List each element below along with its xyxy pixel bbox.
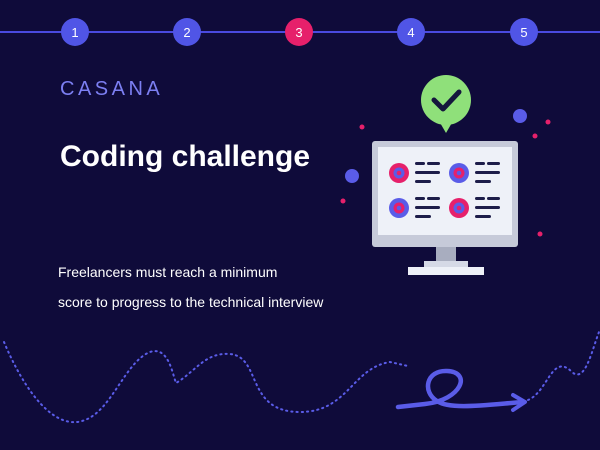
- monitor-widget-3: [389, 197, 440, 218]
- check-speech-bubble-icon: [421, 75, 471, 133]
- curly-arrow-icon: [395, 368, 527, 412]
- decorative-dots: [340, 109, 551, 237]
- step-3[interactable]: 3: [285, 18, 313, 46]
- monitor-widget-4: [449, 197, 500, 218]
- step-2[interactable]: 2: [173, 18, 201, 46]
- step-1[interactable]: 1: [61, 18, 89, 46]
- dotted-path-end: [527, 331, 600, 401]
- casana-logo: CASANA: [60, 78, 164, 100]
- monitor-widget-2: [449, 162, 500, 183]
- step-5[interactable]: 5: [510, 18, 538, 46]
- slide-description-line-2: score to progress to the technical inter…: [58, 294, 324, 310]
- slide-title: Coding challenge: [60, 140, 311, 173]
- step-4[interactable]: 4: [397, 18, 425, 46]
- slide-description-line-1: Freelancers must reach a minimum: [58, 264, 278, 280]
- dotted-path: [3, 341, 409, 423]
- computer-monitor-icon: [372, 141, 518, 275]
- monitor-widget-1: [389, 162, 440, 183]
